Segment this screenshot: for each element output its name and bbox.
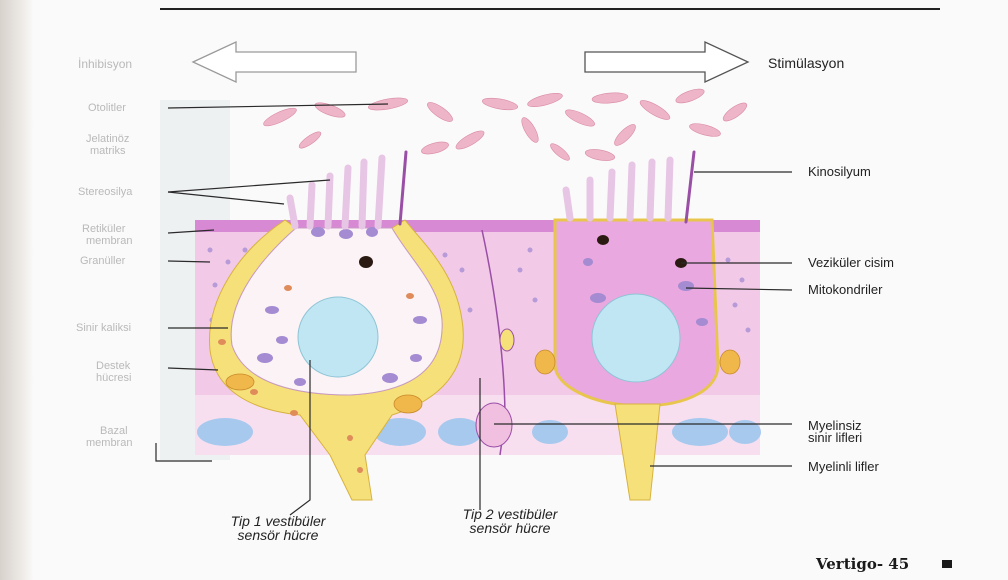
otolith-label: Otolitler bbox=[88, 103, 126, 114]
inhibition-label: İnhibisyon bbox=[78, 59, 132, 70]
stimulation-arrow bbox=[585, 42, 748, 82]
gel-matrix-label-2: matriks bbox=[90, 146, 125, 157]
type1-vesicular-body bbox=[359, 256, 373, 268]
basal-membrane-label-2: membran bbox=[86, 438, 132, 449]
myelinated-label: Myelinli lifler bbox=[808, 460, 879, 473]
gel-matrix-label-1: Jelatinöz bbox=[86, 134, 129, 145]
type2-kinocilium bbox=[686, 152, 694, 222]
reticular-label-1: Retiküler bbox=[82, 224, 125, 235]
page-footer-label: Vertigo- 45 bbox=[816, 555, 909, 573]
inhibition-arrow bbox=[193, 42, 356, 82]
fiber-bouton bbox=[500, 329, 514, 351]
unmyelinated-fiber-bundle bbox=[476, 403, 512, 447]
type1-kinocilium bbox=[400, 152, 406, 224]
unmyelinated-label-2: sinir lifleri bbox=[808, 431, 862, 444]
support-cell-label-1: Destek bbox=[96, 361, 130, 372]
type1-caption-line2: sensör hücre bbox=[188, 529, 368, 542]
stereocilia-label: Stereosilya bbox=[78, 187, 132, 198]
otolith-crystals bbox=[262, 86, 750, 163]
granules-label: Granüller bbox=[80, 256, 125, 267]
footer-square-icon bbox=[942, 560, 952, 568]
type2-caption-line2: sensör hücre bbox=[420, 522, 600, 535]
type1-stereocilia bbox=[290, 158, 382, 226]
stimulation-label: Stimülasyon bbox=[768, 57, 844, 70]
reticular-label-2: membran bbox=[86, 236, 132, 247]
vesicular-body-label: Veziküler cisim bbox=[808, 256, 894, 269]
basal-membrane-label-1: Bazal bbox=[100, 426, 128, 437]
support-cell-label-2: hücresi bbox=[96, 373, 131, 384]
nerve-calyx-label: Sinir kaliksi bbox=[76, 323, 131, 334]
mitochondria-label: Mitokondriler bbox=[808, 283, 882, 296]
type2-vesicular-body-a bbox=[597, 235, 609, 245]
type2-stereocilia bbox=[566, 160, 670, 218]
type2-nucleus bbox=[592, 294, 680, 382]
kinocilium-label: Kinosilyum bbox=[808, 165, 871, 178]
